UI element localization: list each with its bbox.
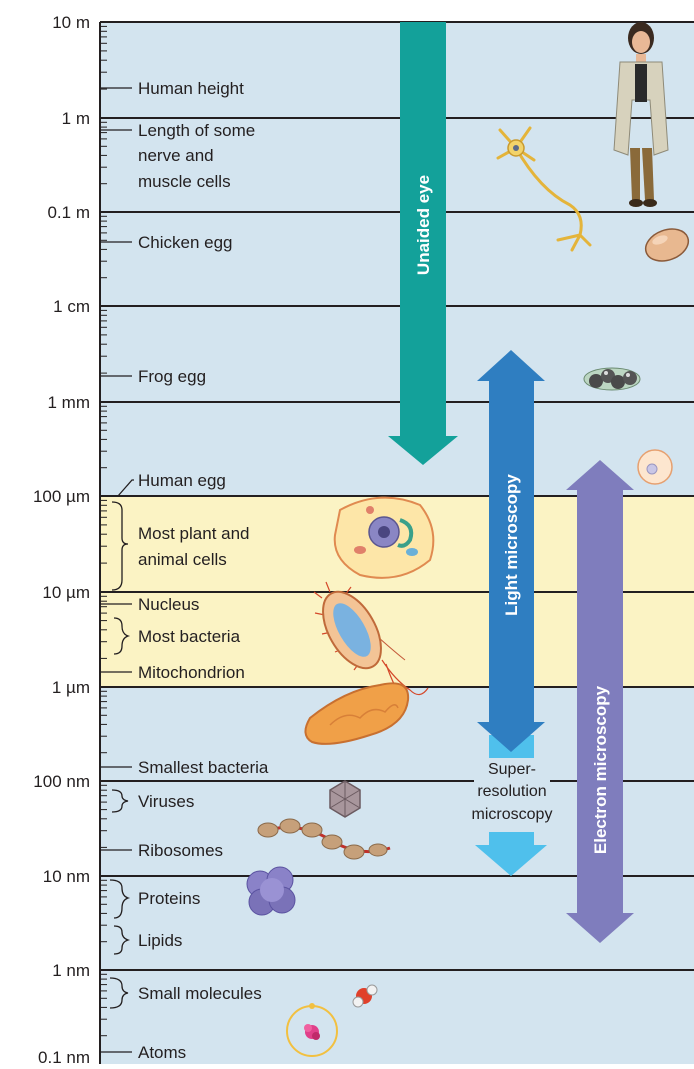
light-microscopy-label: Light microscopy	[502, 474, 521, 616]
tick-label: 1 cm	[53, 297, 90, 316]
tick-label: 0.1 nm	[38, 1048, 90, 1064]
super-resolution-label-line2: resolution	[477, 783, 546, 800]
tick-label: 1 mm	[48, 393, 91, 412]
label-nerve-muscle-line1: Length of some	[138, 121, 255, 140]
label-atoms: Atoms	[138, 1043, 186, 1062]
label-smallest-bacteria: Smallest bacteria	[138, 758, 269, 777]
tick-label: 100 nm	[33, 772, 90, 791]
label-human-egg: Human egg	[138, 471, 226, 490]
label-proteins: Proteins	[138, 889, 200, 908]
tick-label: 0.1 m	[47, 203, 90, 222]
label-human-height: Human height	[138, 79, 244, 98]
label-frog-egg: Frog egg	[138, 367, 206, 386]
tick-label: 100 µm	[33, 487, 90, 506]
tick-label: 1 µm	[52, 678, 90, 697]
label-mitochondrion: Mitochondrion	[138, 663, 245, 682]
tick-label: 10 nm	[43, 867, 90, 886]
electron-microscopy-label: Electron microscopy	[591, 685, 610, 854]
label-chicken-egg: Chicken egg	[138, 233, 233, 252]
tick-label: 10 µm	[42, 583, 90, 602]
label-small-molecules: Small molecules	[138, 984, 262, 1003]
super-resolution-label-line3: microscopy	[472, 806, 553, 823]
label-lipids: Lipids	[138, 931, 182, 950]
scale-labels: 10 m 1 m 0.1 m 1 cm 1 mm 100 µm 10 µm 1 …	[33, 13, 90, 1064]
unaided-eye-label: Unaided eye	[414, 175, 433, 275]
label-plant-animal-line1: Most plant and	[138, 524, 250, 543]
tick-label: 1 m	[62, 109, 90, 128]
protein-icon	[247, 867, 295, 915]
label-ribosomes: Ribosomes	[138, 841, 223, 860]
label-plant-animal-line2: animal cells	[138, 550, 227, 569]
super-resolution-label-line1: Super-	[488, 761, 536, 778]
animal-cell-icon	[335, 498, 434, 578]
label-nucleus: Nucleus	[138, 595, 199, 614]
label-most-bacteria: Most bacteria	[138, 627, 241, 646]
tick-label: 1 nm	[52, 961, 90, 980]
human-egg-icon	[638, 450, 672, 484]
frog-egg-icon	[584, 368, 640, 390]
label-nerve-muscle-line2: nerve and	[138, 146, 214, 165]
label-nerve-muscle-line3: muscle cells	[138, 172, 231, 191]
tick-label: 10 m	[52, 13, 90, 32]
label-viruses: Viruses	[138, 792, 194, 811]
